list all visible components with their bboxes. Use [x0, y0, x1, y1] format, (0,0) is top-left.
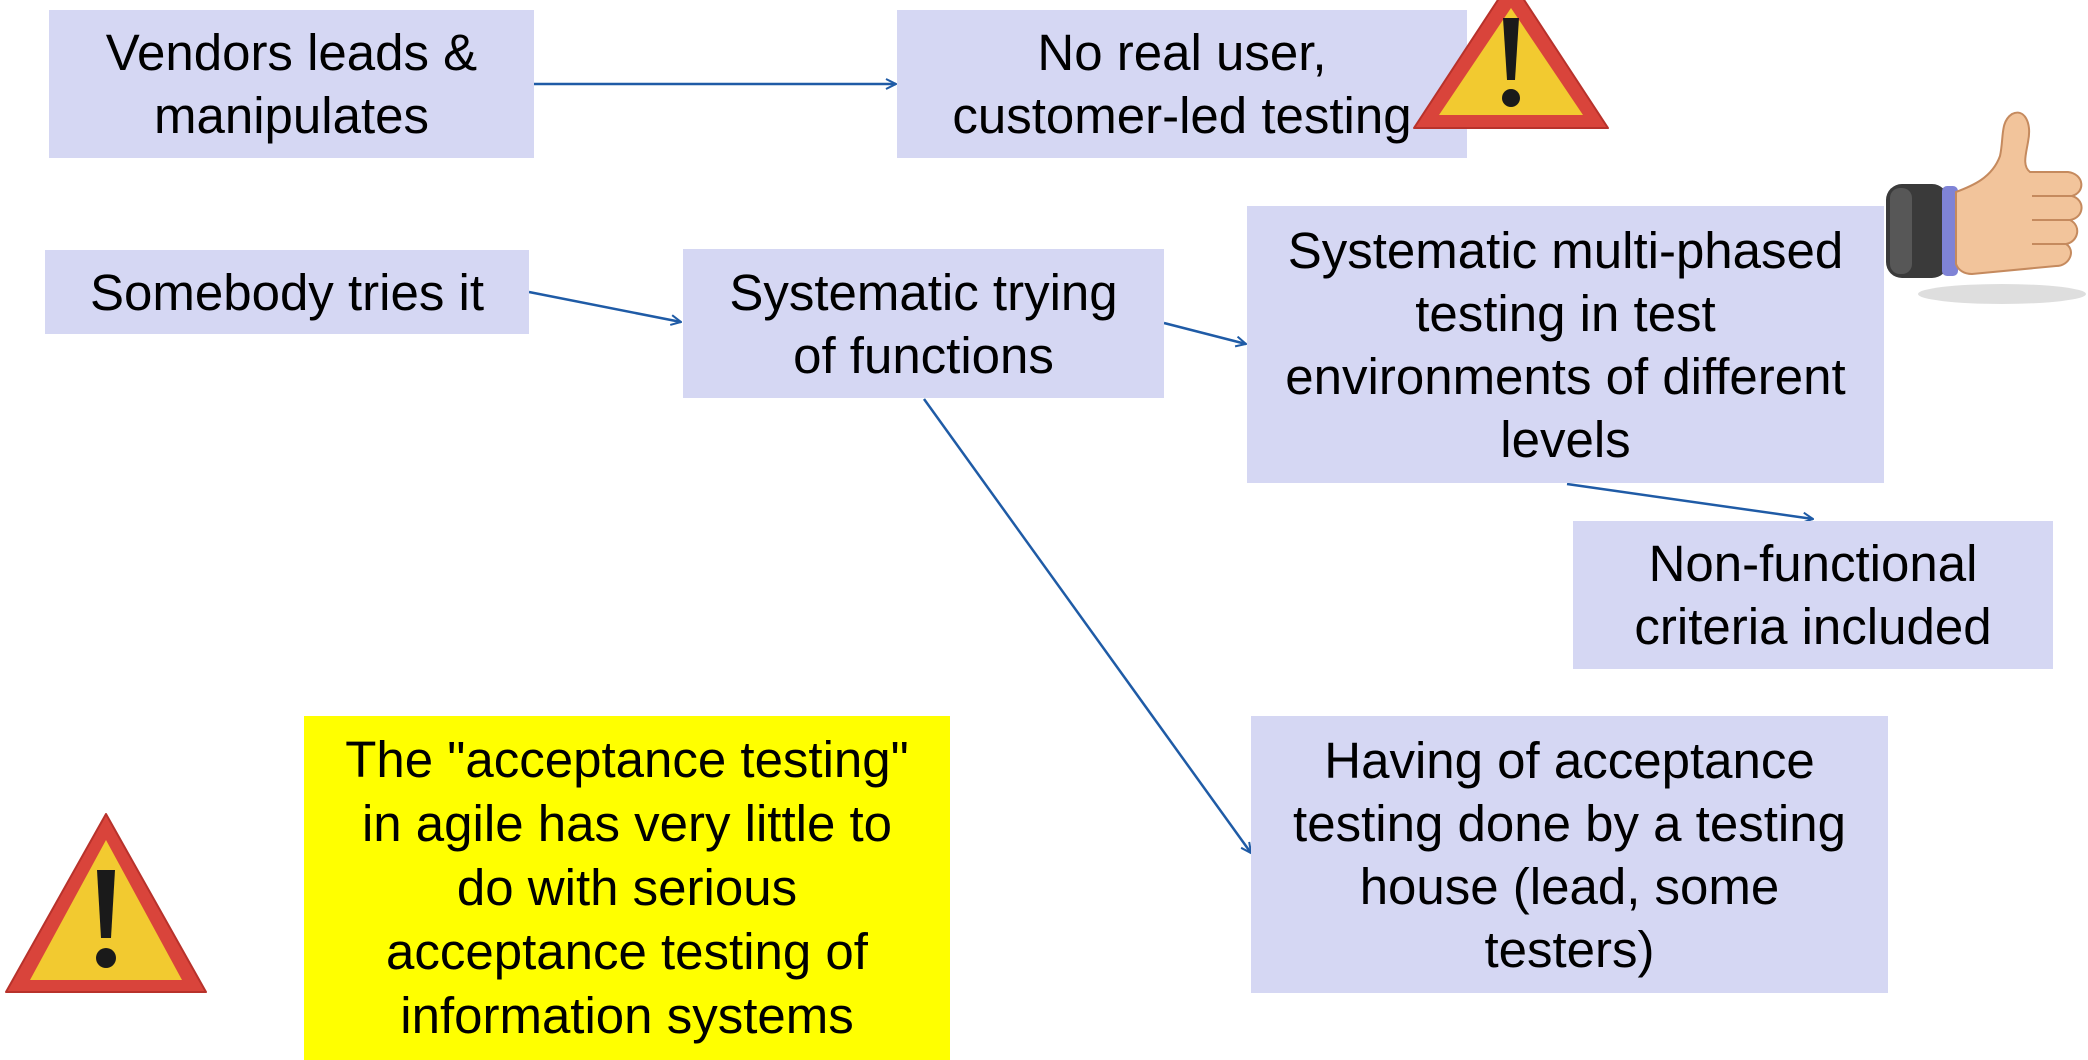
node-multi-phased: Systematic multi-phased testing in test …: [1247, 206, 1884, 483]
node-non-functional-label: Non-functional criteria included: [1634, 535, 1992, 655]
node-no-real-user-label: No real user, customer-led testing: [952, 24, 1412, 144]
node-no-real-user: No real user, customer-led testing: [897, 10, 1467, 158]
agile-acceptance-note-text: The "acceptance testing" in agile has ve…: [345, 731, 909, 1044]
arrow-multi-phased-to-non-functional: [1566, 482, 1813, 519]
arrow-systematic-trying-to-multi-phased: [1163, 321, 1246, 344]
node-testing-house-label: Having of acceptance testing done by a t…: [1293, 731, 1846, 978]
agile-acceptance-note: The "acceptance testing" in agile has ve…: [304, 716, 950, 1060]
warning-icon: [1413, 0, 1609, 129]
thumbs-up-icon: [1886, 111, 2086, 304]
node-systematic-trying-label: Systematic trying of functions: [729, 263, 1118, 384]
node-non-functional: Non-functional criteria included: [1573, 521, 2053, 669]
node-vendors-label: Vendors leads & manipulates: [105, 24, 478, 144]
node-vendors: Vendors leads & manipulates: [49, 10, 534, 158]
node-multi-phased-label: Systematic multi-phased testing in test …: [1285, 221, 1846, 468]
node-testing-house: Having of acceptance testing done by a t…: [1251, 716, 1888, 993]
warning-icon: [5, 813, 207, 993]
node-systematic-trying: Systematic trying of functions: [683, 249, 1164, 398]
node-somebody-label: Somebody tries it: [89, 263, 484, 321]
node-somebody: Somebody tries it: [45, 250, 529, 334]
arrow-systematic-trying-to-testing-house: [922, 398, 1251, 853]
arrow-somebody-to-systematic-trying: [528, 290, 681, 322]
